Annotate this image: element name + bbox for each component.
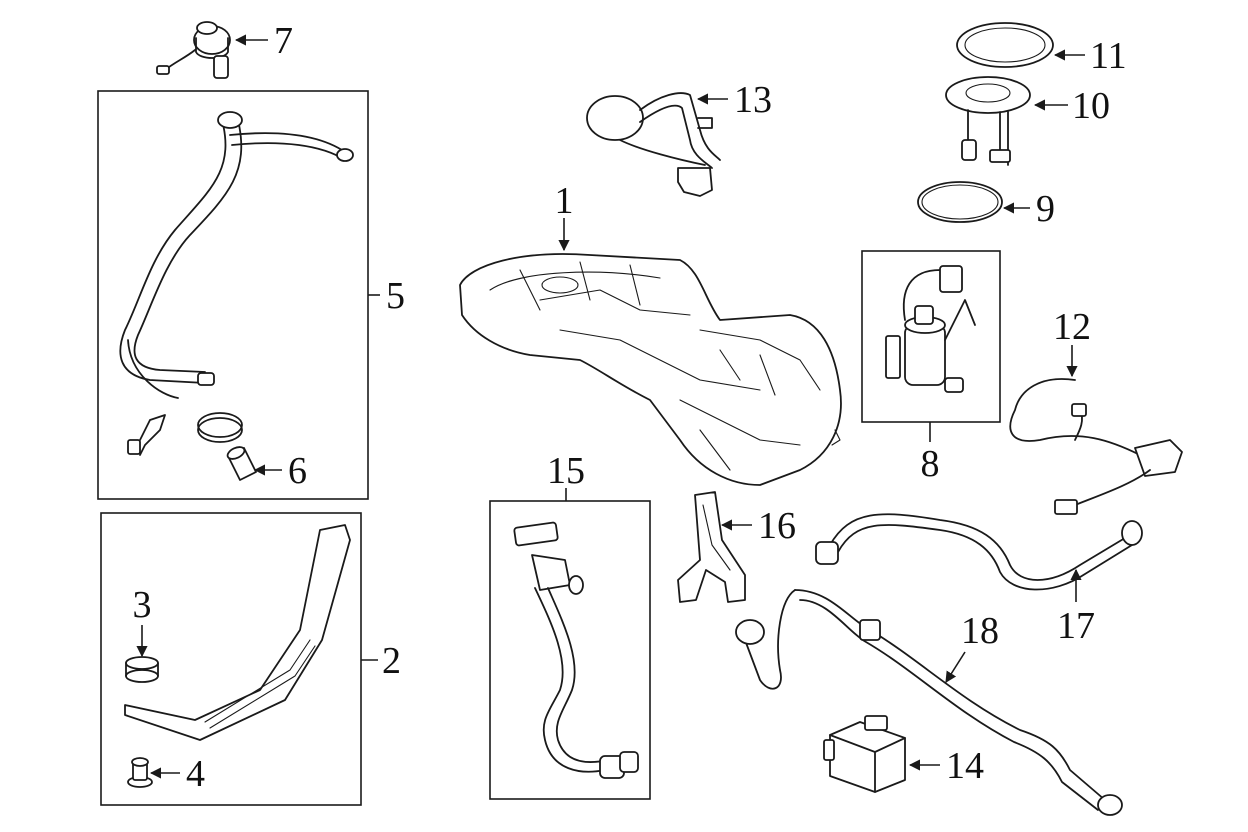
callout-1: 1 <box>555 180 574 222</box>
part-6-hose-connector <box>226 446 257 481</box>
part-12-wiring-harness <box>1009 378 1183 515</box>
part-17-fuel-line <box>815 513 1143 591</box>
part-1-fuel-tank <box>459 253 842 486</box>
part-14-control-module <box>823 715 906 793</box>
callout-11: 11 <box>1090 35 1127 77</box>
leader-18 <box>945 651 966 683</box>
callout-3: 3 <box>133 584 152 626</box>
part-2-tank-strap <box>124 524 351 741</box>
part-16-bracket <box>677 491 746 603</box>
callout-18: 18 <box>961 610 999 652</box>
part-5-filler-pipe <box>119 111 354 456</box>
part-15-vapor-hose <box>513 521 639 779</box>
group-box-15 <box>489 500 651 800</box>
part-18-feed-line <box>735 589 1123 816</box>
callout-5: 5 <box>386 275 405 317</box>
callout-16: 16 <box>758 505 796 547</box>
part-7-vent-valve <box>156 21 231 79</box>
callout-6: 6 <box>288 450 307 492</box>
callout-4: 4 <box>186 753 205 795</box>
part-13-evap-canister <box>586 92 721 197</box>
part-4-bushing <box>127 757 153 788</box>
callout-10: 10 <box>1072 85 1110 127</box>
callout-9: 9 <box>1036 188 1055 230</box>
callout-12: 12 <box>1053 306 1091 348</box>
callout-14: 14 <box>946 745 984 787</box>
callout-8: 8 <box>921 443 940 485</box>
callout-7: 7 <box>274 20 293 62</box>
group-box-8 <box>861 250 1001 423</box>
callout-15: 15 <box>547 450 585 492</box>
part-8-fuel-pump <box>885 265 976 393</box>
part-11-lock-ring <box>956 22 1054 68</box>
group-box-2 <box>100 512 362 806</box>
part-10-sender-unit <box>945 76 1031 166</box>
part-3-grommet <box>125 656 159 683</box>
callout-13: 13 <box>734 79 772 121</box>
callout-2: 2 <box>382 640 401 682</box>
callout-17: 17 <box>1057 605 1095 647</box>
part-9-o-ring <box>917 181 1003 223</box>
